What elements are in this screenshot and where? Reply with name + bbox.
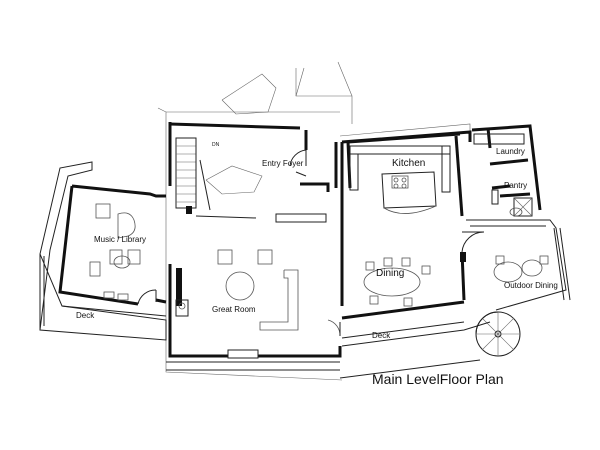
kitchen-dining-walls	[341, 124, 542, 320]
label-pantry: Pantry	[504, 181, 527, 190]
label-great-room: Great Room	[212, 305, 256, 314]
label-outdoor-dining: Outdoor Dining	[504, 281, 558, 290]
deck-left	[39, 161, 167, 341]
label-kitchen: Kitchen	[392, 158, 425, 169]
outdoor-deck	[166, 219, 571, 379]
label-laundry: Laundry	[496, 147, 525, 156]
label-stair-dn: DN	[212, 142, 220, 148]
label-deck-left: Deck	[76, 311, 95, 320]
roof-overlay	[157, 61, 471, 381]
plan-title: Main LevelFloor Plan	[372, 371, 504, 387]
label-music-library: Music / Library	[94, 235, 146, 244]
label-deck-center: Deck	[372, 331, 391, 340]
great-room-walls	[168, 122, 344, 359]
label-entry-foyer: Entry Foyer	[262, 159, 304, 168]
music-library-walls	[58, 184, 167, 306]
label-dining: Dining	[376, 268, 404, 279]
